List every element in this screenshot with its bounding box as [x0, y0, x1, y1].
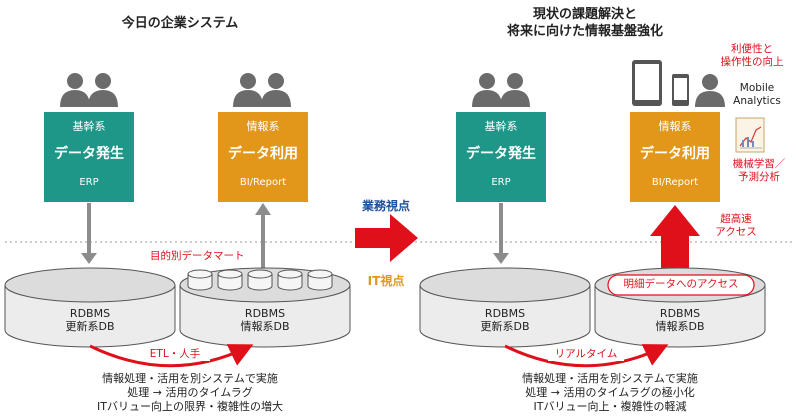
it-view-label: IT視点 [367, 274, 405, 288]
usability-label: 利便性と 操作性の向上 [708, 43, 796, 69]
core-role: データ発生 [466, 146, 536, 162]
down-arrow-icon [81, 203, 97, 264]
db-info-line1: RDBMS [659, 307, 701, 320]
detail-access-oval [607, 274, 755, 296]
core-category: 基幹系 [484, 120, 518, 133]
info-role: データ利用 [228, 146, 298, 162]
db-update-line1: RDBMS [69, 307, 111, 320]
db-update-label: RDBMS 更新系DB [455, 307, 555, 333]
mobile-line2: Analytics [733, 95, 781, 107]
right-note-2: 処理 → 活用のタイムラグの極小化 [525, 386, 695, 399]
info-role: データ利用 [640, 146, 710, 162]
left-note-2: 処理 → 活用のタイムラグ [127, 386, 253, 399]
etl-label: ETL・人手 [140, 348, 210, 361]
down-arrow-icon [493, 203, 509, 264]
info-system-box: 情報系 データ利用 BI/Report [218, 112, 308, 202]
core-system-box: 基幹系 データ発生 ERP [456, 112, 546, 202]
chart-report-icon [735, 117, 765, 153]
person-icon [60, 73, 90, 107]
data-mart-cylinders [187, 269, 333, 291]
core-role: データ発生 [54, 146, 124, 162]
fast-access-label: 超高速 アクセス [706, 213, 766, 239]
person-icon [261, 73, 291, 107]
ml-line1: 機械学習／ [732, 158, 786, 170]
up-arrow-icon [255, 203, 271, 268]
data-mart-label: 目的別データマート [150, 250, 245, 262]
right-note-3: ITバリュー向上・複雑性の軽減 [533, 400, 687, 413]
info-system-box: 情報系 データ利用 BI/Report [630, 112, 720, 202]
mobile-line1: Mobile [739, 82, 775, 94]
person-icon [88, 73, 118, 107]
detail-access-label: 明細データへのアクセス [623, 278, 739, 290]
db-update-line1: RDBMS [484, 307, 526, 320]
info-system: BI/Report [651, 177, 699, 188]
db-cylinder-update [419, 267, 591, 348]
ml-label: 機械学習／ 予測分析 [722, 158, 796, 184]
ml-line2: 予測分析 [738, 171, 780, 183]
usability-line1: 利便性と [731, 43, 773, 55]
person-icon [500, 73, 530, 107]
info-category: 情報系 [246, 120, 280, 133]
right-title-line1: 現状の課題解決と [532, 7, 637, 22]
db-info-label: RDBMS 情報系DB [215, 307, 315, 333]
tablet-icon [632, 60, 662, 106]
left-title: 今日の企業システム [121, 16, 239, 31]
person-icon [472, 73, 502, 107]
usability-line2: 操作性の向上 [720, 56, 784, 68]
right-notes: 情報処理・活用を別システムで実施 処理 → 活用のタイムラグの極小化 ITバリュ… [445, 372, 775, 414]
fast-line2: アクセス [715, 226, 757, 238]
db-info-line1: RDBMS [244, 307, 286, 320]
info-system: BI/Report [239, 177, 287, 188]
core-system: ERP [491, 177, 511, 188]
fast-line1: 超高速 [720, 213, 752, 225]
core-category: 基幹系 [72, 120, 106, 133]
left-note-3: ITバリュー向上の限界・複雑性の増大 [97, 400, 283, 413]
db-update-label: RDBMS 更新系DB [40, 307, 140, 333]
right-note-1: 情報処理・活用を別システムで実施 [522, 372, 698, 385]
red-up-arrow-icon [650, 205, 700, 268]
db-info-line2: 情報系DB [655, 320, 705, 333]
person-icon [233, 73, 263, 107]
db-update-line2: 更新系DB [65, 320, 115, 333]
db-info-line2: 情報系DB [240, 320, 290, 333]
left-note-1: 情報処理・活用を別システムで実施 [102, 372, 278, 385]
db-info-label: RDBMS 情報系DB [630, 307, 730, 333]
core-system: ERP [79, 177, 99, 188]
left-notes: 情報処理・活用を別システムで実施 処理 → 活用のタイムラグ ITバリュー向上の… [40, 372, 340, 414]
mobile-analytics-label: Mobile Analytics [722, 82, 792, 108]
red-arrow-icon [355, 214, 418, 262]
core-system-box: 基幹系 データ発生 ERP [44, 112, 134, 202]
realtime-label: リアルタイム [548, 348, 624, 361]
realtime-curve-arrow [504, 344, 669, 368]
business-view-label: 業務視点 [361, 199, 410, 213]
person-icon [695, 74, 725, 107]
phone-icon [672, 74, 689, 106]
db-update-line2: 更新系DB [480, 320, 530, 333]
etl-curve-arrow [89, 344, 254, 368]
db-cylinder-update [4, 267, 176, 348]
right-title: 現状の課題解決と 将来に向けた情報基盤強化 [450, 6, 720, 40]
right-title-line2: 将来に向けた情報基盤強化 [506, 24, 663, 39]
info-category: 情報系 [658, 120, 692, 133]
